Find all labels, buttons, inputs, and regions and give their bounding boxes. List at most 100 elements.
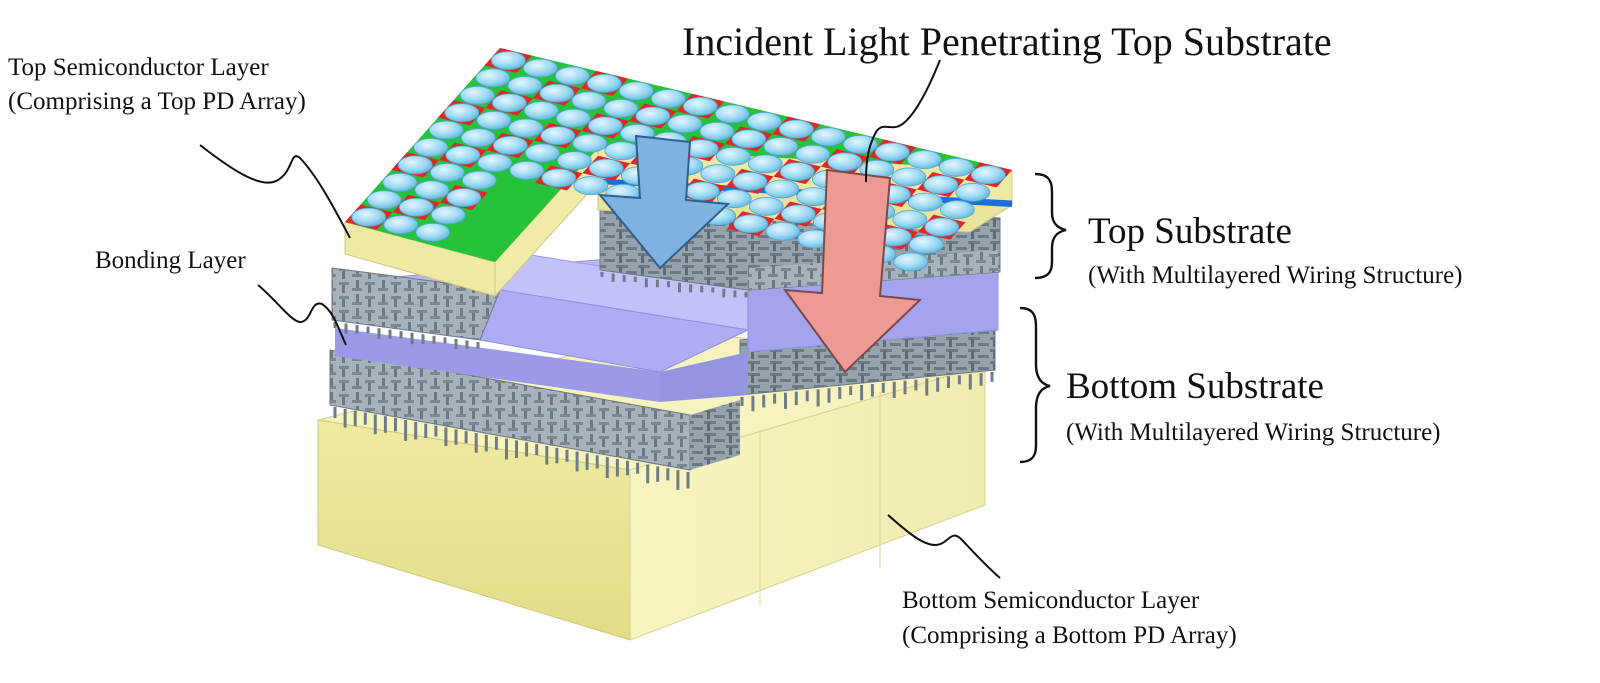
bottom-substrate-sublabel: (With Multilayered Wiring Structure) [1066, 419, 1441, 446]
microlens [522, 58, 558, 78]
microlens [541, 168, 577, 188]
microlens [475, 68, 511, 88]
microlens [733, 214, 769, 234]
microlens [938, 157, 974, 177]
microlens [939, 200, 975, 220]
microlens [415, 222, 451, 242]
microlens [539, 83, 575, 103]
microlens [603, 99, 639, 118]
microlens [906, 150, 942, 170]
microlens [490, 51, 526, 70]
microlens [924, 217, 960, 237]
microlens [540, 126, 576, 146]
red-incident-light-arrow [782, 168, 923, 374]
microlens [492, 135, 528, 155]
microlens [588, 158, 624, 178]
top-substrate-sublabel: (With Multilayered Wiring Structure) [1088, 262, 1463, 289]
microlens [572, 133, 608, 153]
top-wiring-vias [333, 272, 748, 350]
incident-light-leader [865, 59, 941, 183]
microlens [398, 197, 434, 217]
microlens [366, 190, 402, 210]
microlens [556, 151, 592, 171]
top-substrate-brace [1034, 172, 1067, 280]
microlens [746, 112, 782, 131]
microlens [715, 146, 751, 166]
microlens [460, 128, 496, 148]
top-substrate-label: Top Substrate [1088, 211, 1292, 252]
top-semiconductor-label-line1: Top Semiconductor Layer [8, 54, 269, 81]
microlens [635, 106, 671, 126]
microlens [891, 167, 927, 187]
microlens [586, 74, 622, 93]
bottom-semiconductor-leader [887, 514, 1001, 579]
microlens [524, 143, 560, 163]
microlens [573, 176, 609, 196]
microlens [414, 180, 450, 200]
microlens [764, 179, 800, 199]
microlens [382, 172, 418, 192]
top-semiconductor-leader [199, 144, 351, 239]
microlens [874, 142, 910, 162]
microlens [650, 89, 686, 108]
microlens [429, 163, 465, 182]
microlens [430, 205, 466, 225]
bottom-substrate-label: Bottom Substrate [1066, 366, 1324, 407]
microlens [955, 182, 991, 202]
microlens [383, 215, 419, 235]
microlens [491, 93, 527, 113]
microlens [587, 116, 623, 136]
microlens [732, 171, 768, 191]
blue-incident-light-arrow [597, 134, 731, 270]
microlens [892, 210, 928, 229]
microlens [684, 181, 720, 201]
microlens [908, 235, 944, 254]
microlens [554, 66, 590, 86]
microlens [780, 204, 816, 224]
microlens [731, 129, 767, 149]
bottom-semiconductor-side-face [629, 364, 986, 641]
bonding-layer-leader [257, 284, 347, 346]
microlens [507, 76, 543, 95]
microlens [476, 110, 512, 130]
microlens [523, 101, 559, 120]
microlens [779, 162, 815, 182]
microlens [571, 91, 607, 111]
top-semiconductor-label-line2: (Comprising a Top PD Array) [8, 88, 306, 115]
microlens [682, 96, 718, 116]
microlens [509, 160, 545, 180]
microlens [699, 121, 735, 141]
microlens [351, 207, 387, 227]
microlens [477, 153, 513, 173]
microlens [667, 114, 703, 134]
microlens [508, 118, 544, 138]
microlens [555, 108, 591, 128]
bonding-layer-front-face [335, 328, 660, 402]
microlens [893, 252, 929, 272]
microlens [444, 103, 480, 123]
bottom-substrate-brace [1019, 306, 1051, 464]
microlens [604, 141, 640, 161]
bottom-semiconductor-label-line2: (Comprising a Bottom PD Array) [902, 622, 1237, 649]
bottom-semiconductor-label-line1: Bottom Semiconductor Layer [902, 587, 1200, 614]
microlens [413, 138, 449, 157]
microlens [907, 192, 943, 212]
bottom-wiring-vias [333, 372, 994, 490]
microlens [428, 120, 464, 140]
microlens [748, 196, 784, 216]
microlens [714, 104, 750, 124]
incident-light-label: Incident Light Penetrating Top Substrate [682, 19, 1332, 64]
microlens [459, 85, 495, 105]
microlens [765, 221, 801, 241]
microlens [700, 164, 736, 184]
microlens [827, 152, 863, 172]
microlens [763, 137, 799, 156]
microlens [795, 144, 831, 164]
microlens [446, 188, 482, 208]
bonding-layer-label: Bonding Layer [95, 247, 246, 274]
microlens [970, 165, 1006, 185]
microlens [397, 155, 433, 175]
microlens [923, 175, 959, 195]
microlens [747, 154, 783, 174]
